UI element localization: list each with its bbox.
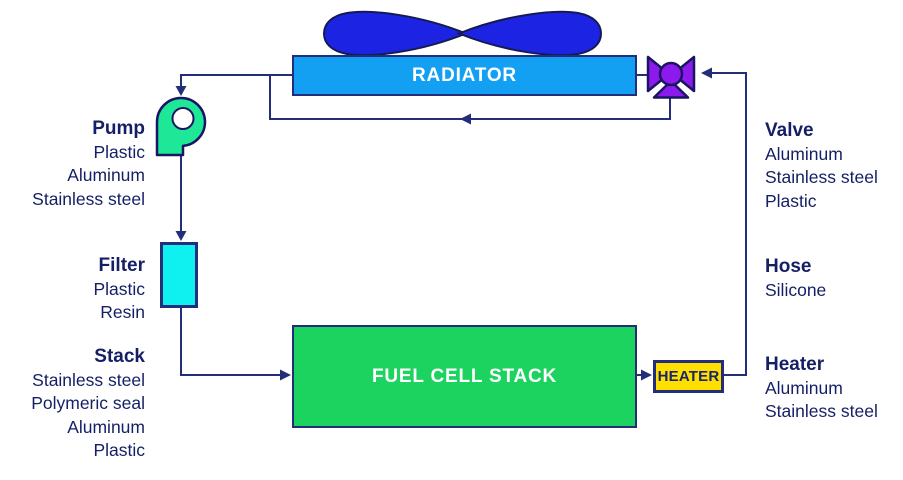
fuel-cell-stack-box: FUEL CELL STACK — [292, 325, 637, 428]
material-line: Plastic — [93, 440, 145, 460]
fan-icon — [322, 10, 603, 57]
arrowhead-into-pump — [175, 86, 187, 96]
material-line: Silicone — [765, 279, 827, 300]
arrowhead-into-heater — [641, 369, 652, 381]
material-line: Aluminum — [765, 143, 843, 164]
heater-box-label: HEATER — [657, 368, 720, 385]
material-line: Aluminum — [67, 416, 145, 437]
legend-hose: Hose Silicone — [765, 255, 903, 302]
legend-hose-materials: Silicone — [765, 279, 903, 303]
legend-filter-name: Filter — [98, 255, 145, 276]
material-line: Stainless steel — [32, 188, 145, 209]
material-line: Stainless steel — [32, 369, 145, 390]
material-line: Aluminum — [67, 165, 145, 185]
pipe-heater-to-valve — [711, 72, 747, 376]
material-line: Polymeric seal — [31, 393, 145, 413]
arrowhead-into-valve — [701, 67, 712, 79]
arrowhead-into-filter — [175, 231, 187, 241]
legend-stack-name: Stack — [94, 346, 145, 367]
radiator-label: RADIATOR — [412, 64, 517, 86]
legend-hose-name: Hose — [765, 256, 812, 277]
radiator-box: RADIATOR — [292, 55, 637, 96]
legend-heater-name: Heater — [765, 354, 825, 375]
pipe-radiator-to-pump — [180, 74, 292, 87]
arrowhead-into-stack — [280, 369, 291, 381]
material-line: Stainless steel — [765, 167, 878, 187]
heater-box: HEATER — [653, 360, 724, 393]
material-line: Plastic — [93, 141, 145, 162]
material-line: Plastic — [765, 190, 817, 211]
filter-box — [160, 242, 198, 308]
pipe-filter-to-stack — [180, 308, 281, 376]
pipes — [175, 67, 747, 381]
legend-valve-name: Valve — [765, 120, 814, 141]
valve-icon — [646, 55, 696, 99]
fuel-cell-stack-label: FUEL CELL STACK — [371, 365, 558, 387]
material-line: Resin — [100, 302, 145, 322]
material-line: Stainless steel — [765, 401, 878, 421]
legend-pump-name: Pump — [92, 118, 145, 139]
arrowhead-bypass — [460, 113, 471, 125]
material-line: Aluminum — [765, 377, 843, 398]
pump-icon — [155, 96, 207, 157]
material-line: Plastic — [93, 278, 145, 299]
